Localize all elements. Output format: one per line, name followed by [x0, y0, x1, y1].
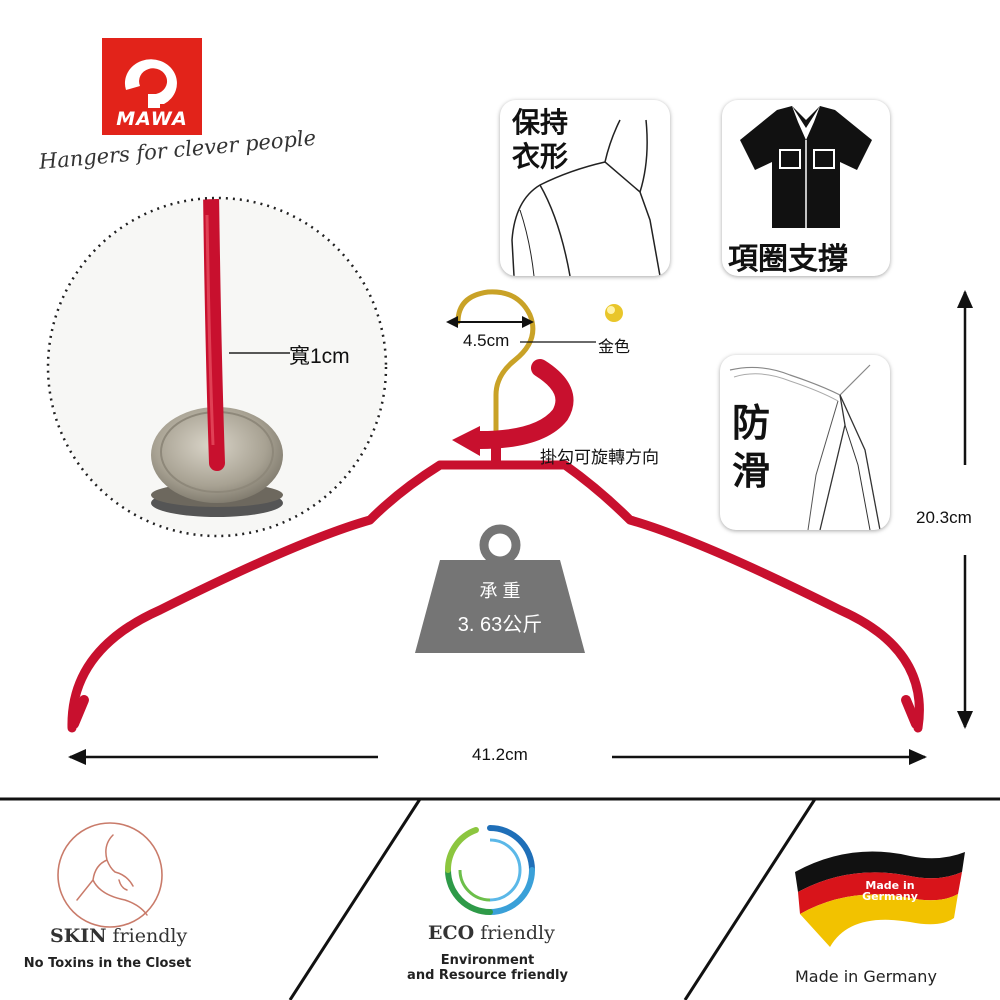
skin-friendly-subtitle: No Toxins in the Closet [23, 956, 192, 971]
footer-dividers [0, 797, 1000, 1000]
load-value: 3. 63公斤 [457, 614, 543, 636]
width-detail-circle [46, 196, 388, 538]
collar-support-card: 項圈支撐 [722, 100, 890, 276]
anti-slip-card: 防 滑 [720, 355, 890, 530]
sliding-garment-icon [729, 364, 881, 530]
shape-keep-card: 保持 衣形 [500, 100, 670, 276]
skin-friendly-title: SKIN friendly [50, 925, 188, 947]
load-title: 承 重 [479, 581, 521, 601]
skin-friendly-icon [57, 822, 163, 928]
anti-slip-text: 防 滑 [732, 401, 771, 493]
collar-support-text: 項圈支撐 [728, 242, 848, 276]
hook-color-label: 金色 [598, 339, 631, 356]
germany-flag-icon [795, 851, 965, 947]
hook-width-label: 4.5cm [463, 331, 510, 350]
hanger-illustration [67, 289, 973, 765]
eco-friendly-subtitle: Environment and Resource friendly [405, 953, 570, 983]
length-label: 41.2cm [472, 745, 528, 764]
eco-subtitle-line2: and Resource friendly [407, 968, 568, 983]
hook-rotate-label: 掛勾可旋轉方向 [540, 448, 659, 467]
shirt-icon [740, 106, 872, 228]
eco-subtitle-line1: Environment [440, 953, 535, 968]
eco-friendly-icon [444, 825, 535, 915]
shape-keep-text: 保持 衣形 [512, 106, 569, 173]
rod-width-label: 寬1cm [289, 345, 350, 368]
logo-hook-icon [124, 59, 177, 108]
germany-caption: Made in Germany [795, 967, 937, 986]
height-label: 20.3cm [916, 508, 972, 527]
flag-caption: Made in Germany [862, 879, 918, 903]
mawa-logo [102, 38, 202, 135]
shirt-shoulder-icon [511, 119, 661, 276]
eco-friendly-title: ECO friendly [428, 922, 555, 944]
logo-wordmark: MAWA [116, 108, 188, 130]
